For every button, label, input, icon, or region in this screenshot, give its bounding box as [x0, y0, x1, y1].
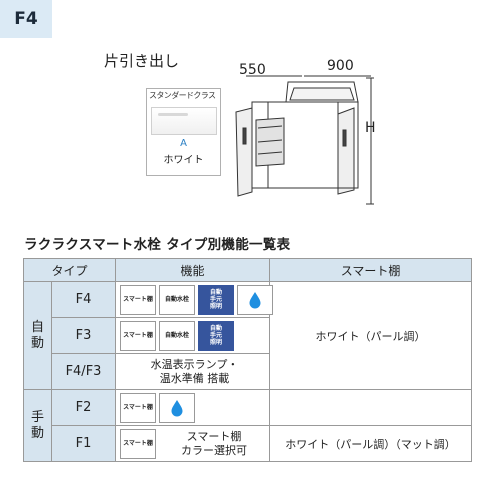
swatch-class-label: スタンダードクラス: [149, 91, 216, 100]
shelf-color-auto: ホワイト（パール調）: [269, 281, 473, 390]
features-f4: スマート棚 自動水栓 自動 手元 照明: [115, 281, 274, 318]
dimension-height: H: [365, 120, 376, 136]
auto-hand-light-icon: 自動 手元 照明: [198, 320, 235, 351]
table-row: F1 スマート棚 スマート棚 カラー選択可 ホワイト（パール調）（マット調）: [24, 425, 473, 462]
shelf-color-f2: [269, 389, 473, 426]
header-shelf: スマート棚: [269, 258, 473, 282]
swatch-code: A: [180, 138, 187, 149]
type-f1: F1: [50, 425, 117, 462]
group-manual: 手 動: [23, 389, 52, 462]
features-f2: スマート棚: [115, 389, 271, 426]
table-row: 手 動 F2 スマート棚: [23, 389, 473, 462]
smart-shelf-icon: スマート棚: [120, 284, 157, 315]
header-function: 機能: [115, 258, 271, 282]
feature-note-f1: スマート棚 カラー選択可: [181, 429, 248, 457]
features-f1: スマート棚 スマート棚 カラー選択可: [115, 425, 271, 462]
section-title: ラクラクスマート水栓 タイプ別機能一覧表: [24, 237, 291, 253]
group-auto: 自 動: [23, 281, 52, 390]
shelf-color-f1: ホワイト（パール調）（マット調）: [269, 425, 473, 462]
type-f4: F4: [50, 281, 117, 318]
table-row: F3 スマート棚 自動水栓 自動 手元 照明: [24, 317, 472, 354]
type-f3: F3: [50, 317, 117, 354]
table-row: 自 動 F4 スマート棚 自動水栓 自動 手元 照明 ホワイト（パール調）: [23, 281, 473, 390]
model-code-badge: F4: [0, 0, 52, 38]
type-f2: F2: [50, 389, 117, 426]
water-drop-icon: [237, 284, 274, 315]
vanity-cabinet-drawing: [235, 75, 374, 205]
smart-shelf-icon: スマート棚: [120, 392, 157, 423]
color-swatch-card[interactable]: スタンダードクラス A ホワイト: [146, 88, 221, 176]
auto-hand-light-icon: 自動 手元 照明: [198, 284, 235, 315]
auto-water-icon: 自動水栓: [159, 320, 196, 351]
smart-shelf-icon: スマート棚: [120, 320, 157, 351]
type-f4-f3: F4/F3: [50, 353, 117, 390]
swatch-sample: [151, 107, 217, 135]
dimension-width: 900: [327, 58, 354, 74]
door-type-label: 片引き出し: [104, 52, 180, 70]
smart-shelf-icon: スマート棚: [120, 428, 157, 459]
auto-water-icon: 自動水栓: [159, 284, 196, 315]
features-f3: スマート棚 自動水栓 自動 手元 照明: [115, 317, 271, 354]
swatch-handle-shape: [158, 113, 188, 116]
water-drop-icon: [159, 392, 196, 423]
feature-table: タイプ 機能 スマート棚 自 動 F4 スマート棚 自動水栓 自動 手元 照明 …: [22, 258, 473, 462]
dimension-depth: 550: [239, 62, 266, 78]
feature-note-f4-f3: 水温表示ランプ・ 温水準備 搭載: [115, 353, 271, 390]
header-type: タイプ: [22, 258, 117, 282]
swatch-color-name: ホワイト: [163, 155, 204, 166]
table-header-row: タイプ 機能 スマート棚: [22, 258, 473, 282]
